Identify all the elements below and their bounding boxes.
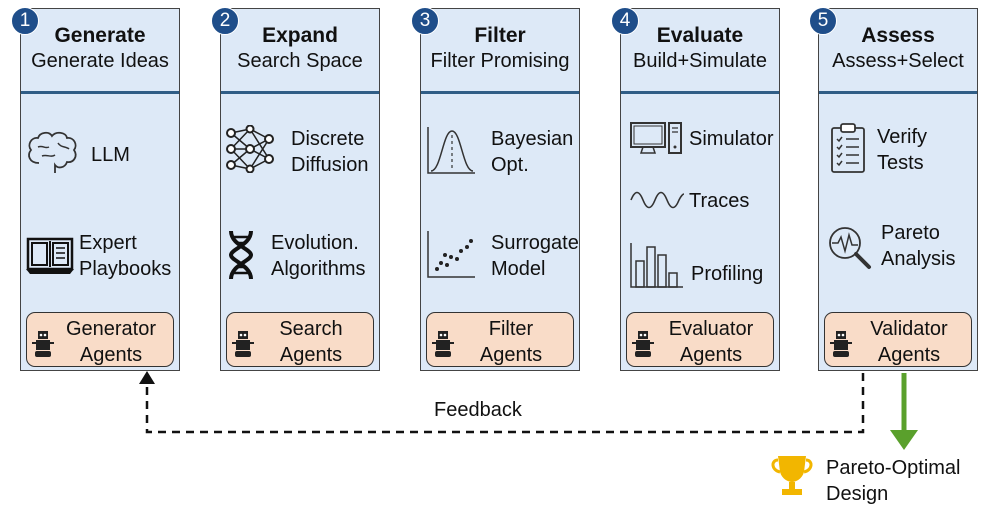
agent-box-generator: Generator Agents (26, 312, 174, 367)
item-profiling: Profiling (625, 241, 779, 293)
column-subtitle: Build+Simulate (633, 50, 767, 72)
item-bayesian-opt: Bayesian Opt. (425, 125, 579, 177)
item-label: Pareto Analysis (881, 222, 956, 270)
column-header: Evaluate Build+Simulate (621, 9, 779, 93)
column-evaluate: 4 Evaluate Build+Simulate Simulator Trac… (611, 7, 780, 371)
agent-box-search: Search Agents (226, 312, 374, 367)
item-label: Evolution. Algorithms (271, 232, 366, 280)
item-llm: LLM (25, 129, 179, 181)
magnifier-pulse-icon (829, 227, 871, 269)
column-subtitle: Filter Promising (430, 50, 570, 72)
bar-chart-icon (630, 243, 683, 288)
column-title: Filter (474, 24, 526, 47)
column-subtitle: Generate Ideas (31, 50, 169, 72)
robot-icon (232, 331, 254, 357)
feedback-label: Feedback (434, 399, 522, 421)
robot-icon (632, 331, 654, 357)
item-label: Surrogate Model (491, 232, 579, 280)
item-label: Discrete Diffusion (291, 128, 369, 176)
item-evolution-algorithms: Evolution. Algorithms (225, 229, 379, 281)
header-divider (819, 91, 977, 94)
column-expand: 2 Expand Search Space Discrete Diffusion (211, 7, 380, 371)
column-generate: 1 Generate Generate Ideas LLM Expert Pla… (11, 7, 180, 371)
agent-box-filter: Filter Agents (426, 312, 574, 367)
agent-label: Filter Agents (479, 318, 543, 366)
column-title: Generate (54, 24, 146, 47)
header-divider (221, 91, 379, 94)
step-badge-3: 3 (411, 7, 439, 35)
item-traces: Traces (625, 187, 779, 217)
agent-box-validator: Validator Agents (824, 312, 972, 367)
computer-icon (630, 122, 682, 154)
column-title: Assess (861, 24, 935, 47)
waveform-icon (630, 191, 685, 209)
column-header: Generate Generate Ideas (21, 9, 179, 93)
column-title: Expand (262, 24, 338, 47)
header-divider (621, 91, 779, 94)
column-header: Assess Assess+Select (819, 9, 977, 93)
agent-label: Validator Agents (870, 318, 948, 366)
scatter-plot-icon (427, 231, 475, 278)
goal-arrowhead (890, 430, 918, 450)
column-filter: 3 Filter Filter Promising Bayesian Opt. (411, 7, 580, 371)
column-title: Evaluate (656, 24, 744, 47)
agent-box-evaluator: Evaluator Agents (626, 312, 774, 367)
agent-label: Evaluator Agents (668, 318, 754, 366)
neural-network-icon (226, 125, 274, 173)
step-badge-5: 5 (809, 7, 837, 35)
bell-curve-icon (427, 127, 475, 174)
trophy-icon (771, 456, 813, 495)
item-label: Verify Tests (877, 126, 928, 174)
step-badge-4: 4 (611, 7, 639, 35)
item-label: Profiling (691, 263, 764, 285)
item-verify-tests: Verify Tests (823, 123, 977, 175)
item-label: Bayesian Opt. (491, 128, 574, 176)
item-discrete-diffusion: Discrete Diffusion (225, 125, 379, 177)
step-badge-1: 1 (11, 7, 39, 35)
item-expert-playbooks: Expert Playbooks (25, 229, 179, 281)
item-label: LLM (91, 144, 130, 166)
brain-icon (28, 131, 77, 173)
column-header: Filter Filter Promising (421, 9, 579, 93)
feedback-arrow (145, 373, 865, 434)
step-badge-2: 2 (211, 7, 239, 35)
header-divider (421, 91, 579, 94)
item-label: Traces (689, 190, 750, 212)
book-icon (26, 237, 74, 274)
robot-icon (32, 331, 54, 357)
agent-label: Generator Agents (65, 318, 157, 366)
item-label: Expert Playbooks (79, 232, 172, 280)
item-surrogate-model: Surrogate Model (425, 229, 579, 281)
checklist-icon (831, 123, 865, 173)
header-divider (21, 91, 179, 94)
dna-icon (228, 230, 254, 280)
feedback-arrowhead (139, 371, 155, 384)
agent-label: Search Agents (279, 318, 343, 366)
goal-label: Pareto-Optimal Design (826, 457, 961, 505)
item-pareto-analysis: Pareto Analysis (823, 219, 977, 271)
item-simulator: Simulator (625, 121, 779, 161)
item-label: Simulator (689, 128, 774, 150)
column-subtitle: Search Space (237, 50, 363, 72)
robot-icon (432, 331, 454, 357)
column-header: Expand Search Space (221, 9, 379, 93)
robot-icon (830, 331, 852, 357)
column-assess: 5 Assess Assess+Select Verify Tests (809, 7, 978, 371)
column-subtitle: Assess+Select (832, 50, 964, 72)
